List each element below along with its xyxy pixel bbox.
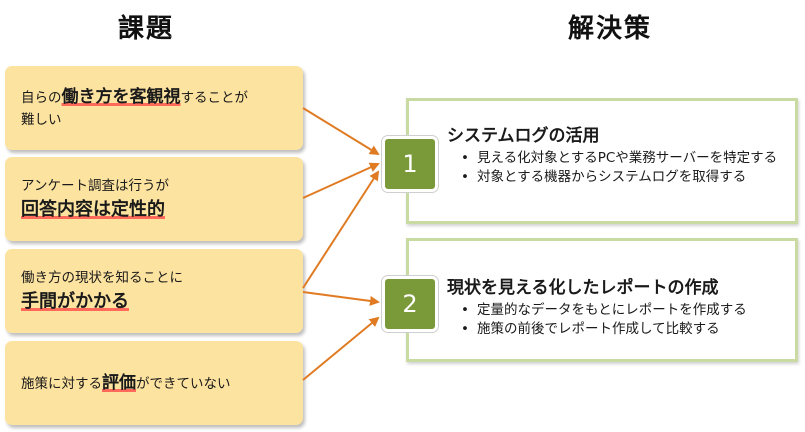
solution-2-title: 現状を見える化したレポートの作成 bbox=[447, 278, 719, 298]
solution-2-bullet-2: 施策の前後でレポート作成して比較する bbox=[461, 320, 797, 339]
solution-2-number-badge: 2 bbox=[382, 276, 438, 332]
solution-1-title: システムログの活用 bbox=[447, 126, 600, 146]
arrow-p3-to-s2 bbox=[302, 291, 380, 306]
arrow-p2-to-s1 bbox=[302, 162, 380, 199]
problem-4-pre: 施策に対する bbox=[21, 375, 102, 392]
problem-3-highlight: 手間がかかる bbox=[21, 291, 129, 312]
arrow-p1-to-s1 bbox=[302, 107, 380, 156]
problem-box-2: アンケート調査は行うが 回答内容は定性的 bbox=[5, 157, 303, 241]
problem-1-line-1: 自らの働き方を客観視することが bbox=[21, 86, 303, 109]
problem-box-1: 自らの働き方を客観視することが 難しい bbox=[5, 66, 303, 150]
solution-box-2: 現状を見える化したレポートの作成 定量的なデータをもとにレポートを作成する 施策… bbox=[406, 238, 798, 362]
problem-2-big: 回答内容は定性的 bbox=[21, 197, 303, 223]
problem-1-line-2: 難しい bbox=[21, 111, 62, 128]
problem-1-pre: 自らの bbox=[21, 89, 62, 106]
solution-2-bullet-1: 定量的なデータをもとにレポートを作成する bbox=[461, 301, 797, 320]
problem-box-4: 施策に対する評価ができていない bbox=[5, 341, 303, 425]
problem-2-highlight: 回答内容は定性的 bbox=[21, 199, 165, 220]
arrow-p4-to-s2 bbox=[302, 316, 380, 381]
problem-4-line-1: 施策に対する評価ができていない bbox=[21, 372, 303, 395]
solution-1-bullets: 見える化対象とするPCや業務サーバーを特定する 対象とする機器からシステムログを… bbox=[461, 149, 797, 187]
problem-1-highlight: 働き方を客観視 bbox=[61, 86, 181, 107]
arrow-p3-to-s1 bbox=[302, 170, 380, 289]
solution-1-number-badge: 1 bbox=[382, 136, 438, 192]
problem-3-line-1: 働き方の現状を知ることに bbox=[21, 270, 183, 286]
solution-1-bullet-2: 対象とする機器からシステムログを取得する bbox=[461, 168, 797, 187]
problem-4-post: ができていない bbox=[136, 375, 231, 392]
problem-1-post: することが bbox=[180, 89, 249, 106]
issues-heading: 課題 bbox=[118, 14, 175, 44]
solutions-heading: 解決策 bbox=[568, 14, 653, 44]
solution-box-1: システムログの活用 見える化対象とするPCや業務サーバーを特定する 対象とする機… bbox=[406, 98, 798, 224]
problem-2-line-1: アンケート調査は行うが bbox=[21, 178, 169, 194]
problem-3-big: 手間がかかる bbox=[21, 289, 303, 315]
solution-1-bullet-1: 見える化対象とするPCや業務サーバーを特定する bbox=[461, 149, 797, 168]
solution-2-bullets: 定量的なデータをもとにレポートを作成する 施策の前後でレポート作成して比較する bbox=[461, 301, 797, 339]
problem-4-highlight: 評価 bbox=[102, 372, 136, 393]
problem-box-3: 働き方の現状を知ることに 手間がかかる bbox=[5, 249, 303, 333]
